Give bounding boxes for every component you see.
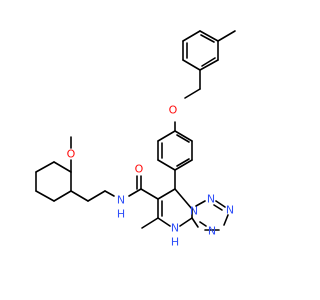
molecule-structure: O O O N H N H N N N N <box>35 30 236 249</box>
ring-nh-nitrogen-label: N <box>171 222 179 235</box>
amide-nitrogen-label: N <box>117 194 125 207</box>
triazole-n1-label: N <box>190 205 198 218</box>
ether-oxygen-label: O <box>169 104 178 117</box>
carbonyl-n-bond <box>128 188 142 197</box>
c5-methyl-bond <box>141 217 159 229</box>
triazole-n3-label: N <box>226 204 234 217</box>
c6-carbonyl-bond <box>140 188 159 200</box>
pyrimidine-ring <box>157 188 193 227</box>
methoxyphenyl-ring <box>35 161 106 202</box>
tolyl-ring <box>182 30 219 71</box>
triazole-n2-label: N <box>207 193 215 206</box>
n-aryl-bond <box>104 190 115 197</box>
tolyl-methyl-bond <box>217 30 236 42</box>
triazole-ring <box>191 200 229 231</box>
ch2-o-bond <box>184 88 201 99</box>
methoxy-oxygen-label: O <box>67 148 76 161</box>
molecule-canvas: O O O N H N H N N N N <box>35 30 236 249</box>
carbonyl-oxygen-label: O <box>135 163 144 176</box>
phenylene-ring <box>157 130 193 171</box>
ring-nh-hydrogen-label: H <box>171 236 179 249</box>
triazole-n4-label: N <box>208 225 216 238</box>
amide-hydrogen-label: H <box>117 208 125 221</box>
